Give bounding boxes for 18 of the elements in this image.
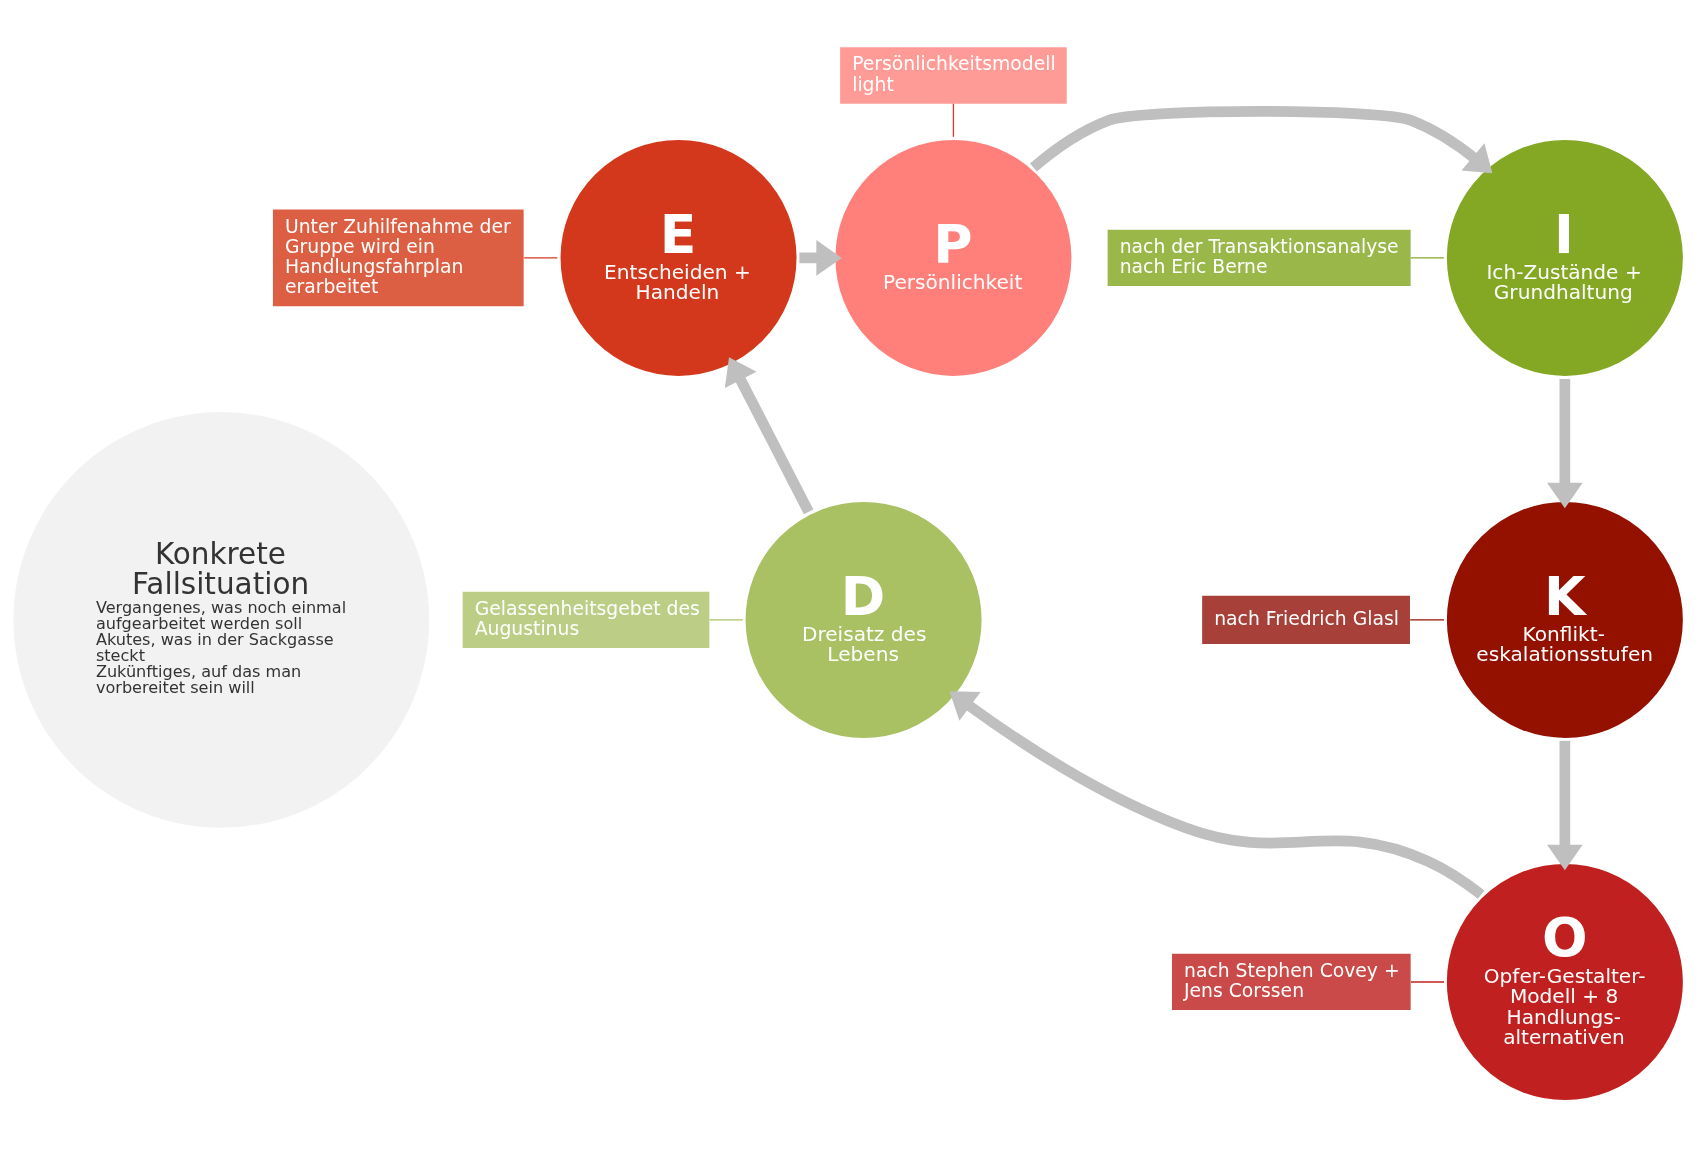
node-box: Gelassenheitsgebet des Augustinus: [462, 591, 710, 649]
arrow: [724, 357, 814, 515]
connector: [1410, 257, 1445, 259]
connector: [1410, 981, 1445, 983]
connector: [952, 103, 955, 138]
connector: [523, 257, 558, 259]
arrow: [1029, 106, 1493, 174]
node-box: nach Stephen Covey + Jens Corssen: [1172, 953, 1411, 1011]
node-box: Unter Zuhilfenahme der Gruppe wird ein Handlungsfahrplan erarbeitet: [272, 209, 524, 307]
arrow: [949, 691, 1485, 899]
arrow: [1547, 378, 1583, 509]
node-box: Persönlichkeitsmodell light: [840, 47, 1067, 104]
node-box: nach Friedrich Glasl: [1202, 595, 1410, 645]
connector: [708, 619, 744, 621]
node-box: nach der Transaktionsanalyse nach Eric Berne: [1107, 229, 1411, 287]
arrow: [1547, 740, 1583, 871]
connector: [1409, 619, 1445, 621]
arrow: [799, 240, 842, 276]
